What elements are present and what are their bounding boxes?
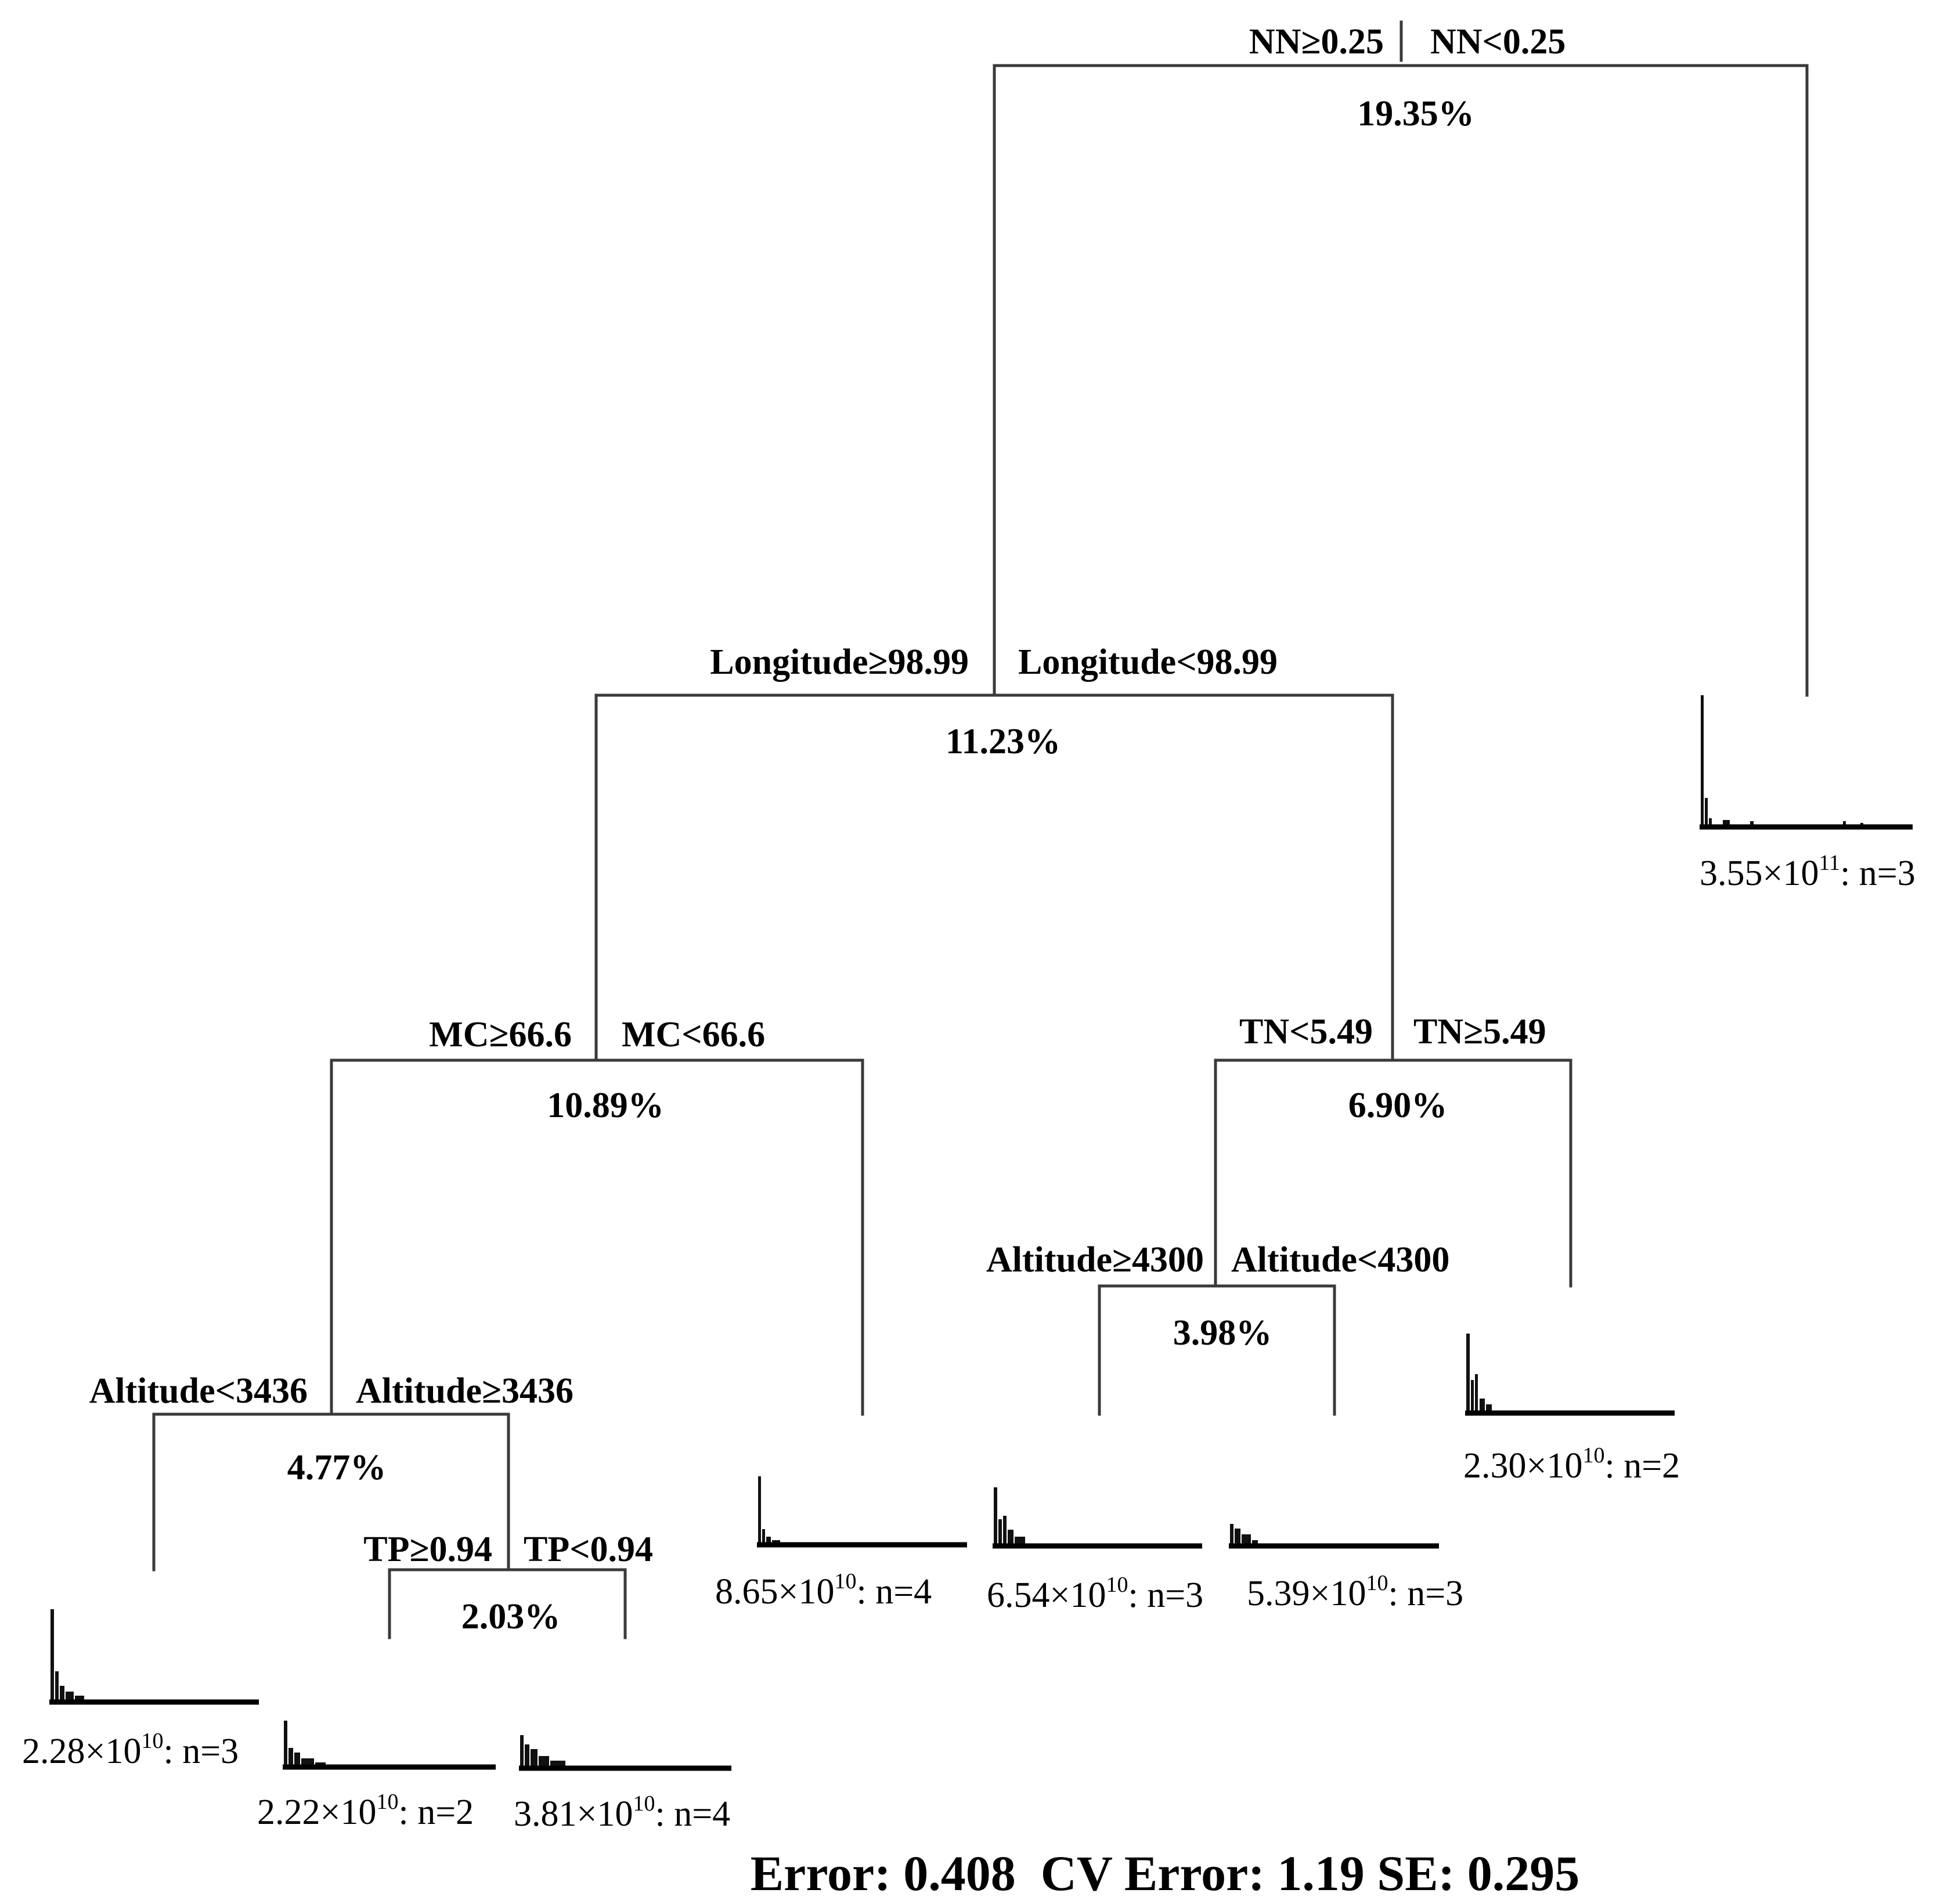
- leaf-histogram-tp-left: [283, 1721, 496, 1770]
- leaf-histogram-alt4300-right: [1229, 1524, 1439, 1549]
- leaf-histograms: [49, 695, 1913, 1771]
- alt3436-right-label: Altitude≥3436: [356, 1371, 573, 1411]
- mc-right-label: MC<66.6: [622, 1015, 765, 1054]
- leaf-histogram-alt3436: [49, 1609, 259, 1705]
- split-labels: NN≥0.25 NN<0.25 19.35% Longitude≥98.99 L…: [89, 22, 1566, 1636]
- alt4300-right-label: Altitude<4300: [1231, 1240, 1449, 1280]
- root-percent: 19.35%: [1357, 94, 1474, 133]
- leaf-label-alt4300-right: 5.39×1010: n=3: [1247, 1571, 1463, 1613]
- leaf-histogram-nn: [1700, 695, 1913, 830]
- leaf-histogram-mc: [757, 1476, 967, 1548]
- leaf-label-mc: 8.65×1010: n=4: [715, 1569, 932, 1612]
- leaf-label-alt4300-left: 6.54×1010: n=3: [987, 1573, 1203, 1615]
- leaf-label-tn: 2.30×1010: n=2: [1463, 1443, 1680, 1486]
- error-summary: Error: 0.408 CV Error: 1.19 SE: 0.295: [751, 1845, 1579, 1901]
- leaf-label-tp-right: 3.81×1010: n=4: [514, 1791, 730, 1834]
- alt3436-percent: 4.77%: [287, 1448, 387, 1487]
- tn-left-label: TN<5.49: [1239, 1012, 1373, 1052]
- tp-left-label: TP≥0.94: [363, 1530, 492, 1569]
- longitude-percent: 11.23%: [946, 722, 1061, 761]
- tp-right-label: TP<0.94: [524, 1530, 653, 1569]
- alt4300-percent: 3.98%: [1173, 1313, 1272, 1353]
- longitude-right-label: Longitude<98.99: [1018, 642, 1278, 682]
- mc-left-label: MC≥66.6: [429, 1015, 572, 1054]
- root-right-label: NN<0.25: [1430, 22, 1566, 62]
- leaf-label-tp-left: 2.22×1010: n=2: [257, 1790, 474, 1832]
- mc-percent: 10.89%: [547, 1086, 664, 1125]
- leaf-histogram-alt4300-left: [993, 1487, 1202, 1549]
- leaf-histogram-tn: [1465, 1334, 1675, 1416]
- alt3436-left-label: Altitude<3436: [89, 1371, 308, 1411]
- alt4300-left-label: Altitude≥4300: [986, 1240, 1204, 1280]
- tree-edges: [152, 20, 1809, 1639]
- longitude-left-label: Longitude≥98.99: [710, 642, 969, 682]
- leaf-label-alt3436: 2.28×1010: n=3: [22, 1729, 239, 1771]
- tp-percent: 2.03%: [461, 1597, 561, 1636]
- root-left-label: NN≥0.25: [1249, 22, 1384, 62]
- tn-percent: 6.90%: [1348, 1086, 1448, 1125]
- leaf-histogram-tp-right: [519, 1735, 731, 1771]
- leaf-labels: 3.55×1011: n=3 8.65×1010: n=4 2.30×1010:…: [22, 851, 1916, 1834]
- tn-right-label: TN≥5.49: [1413, 1012, 1546, 1052]
- leaf-label-nn: 3.55×1011: n=3: [1700, 851, 1916, 893]
